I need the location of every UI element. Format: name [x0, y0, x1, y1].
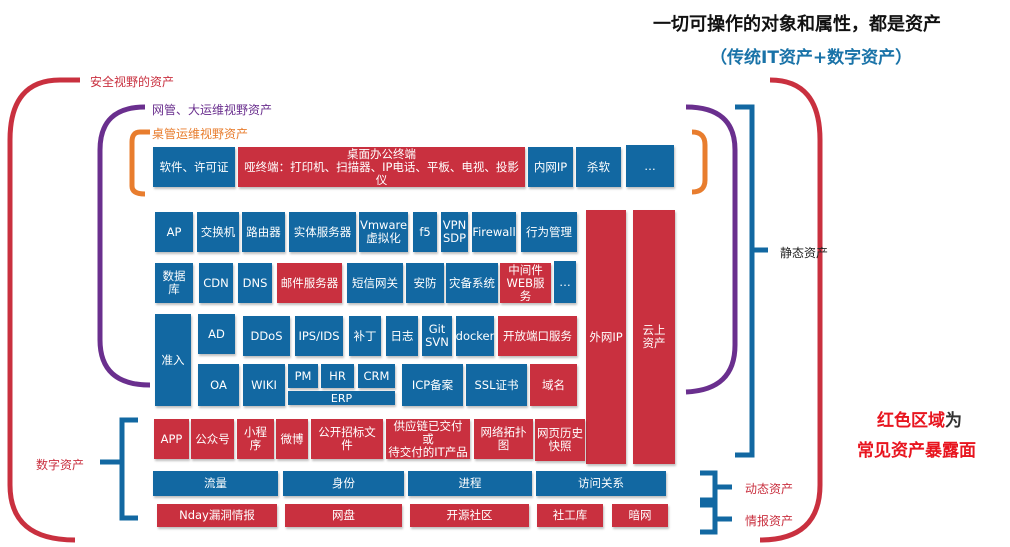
asset-box: 云上 资产: [633, 210, 675, 464]
asset-box: 暗网: [612, 504, 668, 527]
asset-box: ICP备案: [402, 364, 463, 406]
asset-box: 微博: [276, 419, 308, 459]
scope-label-intel: 情报资产: [745, 514, 794, 528]
asset-box: …: [554, 261, 576, 303]
asset-box: 进程: [408, 471, 532, 496]
asset-box: 灾备系统: [446, 263, 498, 303]
scope-label-desktop-ops: 桌管运维视野资产: [152, 127, 249, 141]
asset-box: OA: [198, 364, 239, 406]
asset-box: SSL证书: [466, 364, 527, 406]
asset-box: …: [626, 145, 674, 187]
scope-label-security: 安全视野的资产: [90, 75, 175, 89]
asset-box: WIKI: [243, 364, 285, 406]
asset-box: Vmware 虚拟化: [359, 212, 408, 252]
legend-line-2: 常见资产暴露面: [857, 441, 976, 461]
asset-box: 访问关系: [536, 471, 666, 496]
asset-box: Git SVN: [422, 316, 452, 356]
asset-box: 开放端口服务: [498, 316, 577, 356]
asset-box: CDN: [199, 263, 233, 303]
legend-red-text: 红色区域: [877, 411, 945, 431]
asset-box: AD: [198, 314, 235, 354]
asset-box: 内网IP: [528, 147, 573, 187]
asset-box: 网盘: [285, 504, 402, 527]
asset-box: APP: [154, 419, 189, 459]
asset-box: 桌面办公终端 哑终端：打印机、扫描器、IP电话、平板、电视、投影仪: [238, 147, 525, 187]
asset-box: PM: [288, 364, 318, 388]
scope-label-static: 静态资产: [780, 246, 829, 260]
asset-box: 杀软: [576, 147, 621, 187]
asset-box: 安防: [406, 263, 444, 303]
asset-box: 社工库: [537, 504, 603, 527]
asset-box: 邮件服务器: [277, 263, 342, 303]
asset-box: HR: [321, 364, 354, 388]
asset-box: DDoS: [243, 316, 290, 356]
asset-box: 中间件 WEB服务: [500, 263, 551, 303]
asset-box: 公开招标文件: [311, 419, 383, 459]
asset-box: 域名: [530, 364, 577, 406]
asset-box: 路由器: [242, 212, 285, 252]
asset-box: AP: [155, 212, 193, 252]
asset-box: 日志: [386, 316, 418, 356]
asset-box: Firewall: [472, 212, 516, 252]
asset-box: 流量: [153, 471, 278, 496]
scope-label-digital: 数字资产: [36, 458, 85, 472]
asset-box: 网络拓扑图: [474, 419, 533, 459]
asset-box: VPN SDP: [441, 212, 468, 252]
asset-box: 供应链已交付或 待交付的IT产品: [386, 419, 470, 459]
asset-box: docker: [456, 316, 494, 356]
asset-box: 身份: [283, 471, 404, 496]
asset-box: 软件、许可证: [153, 147, 235, 187]
legend-line-1: 红色区域为: [877, 406, 962, 431]
asset-box: 补丁: [349, 316, 381, 356]
asset-box: 交换机: [197, 212, 239, 252]
asset-box: CRM: [358, 364, 395, 388]
asset-box: ERP: [288, 391, 395, 405]
asset-box: 数据库: [155, 263, 193, 303]
page-title: 一切可操作的对象和属性，都是资产: [653, 14, 941, 35]
asset-box: DNS: [238, 263, 272, 303]
asset-box: 开源社区: [410, 504, 529, 527]
legend-dark-text: 为: [945, 411, 962, 431]
asset-box: Nday漏洞情报: [157, 504, 277, 527]
asset-box: 实体服务器: [289, 212, 356, 252]
asset-box: 短信网关: [347, 263, 403, 303]
asset-box: 公众号: [191, 419, 234, 459]
asset-box: 准入: [155, 314, 191, 406]
asset-box: 小程序: [237, 419, 274, 459]
asset-box: 外网IP: [586, 210, 626, 464]
scope-label-network-ops: 网管、大运维视野资产: [152, 103, 273, 117]
asset-box: 网页历史 快照: [535, 419, 585, 461]
scope-label-dynamic: 动态资产: [745, 482, 794, 496]
asset-box: f5: [413, 212, 437, 252]
asset-box: IPS/IDS: [295, 316, 343, 356]
asset-box: 行为管理: [521, 212, 577, 252]
page-subtitle: （传统IT资产+数字资产）: [710, 48, 913, 68]
